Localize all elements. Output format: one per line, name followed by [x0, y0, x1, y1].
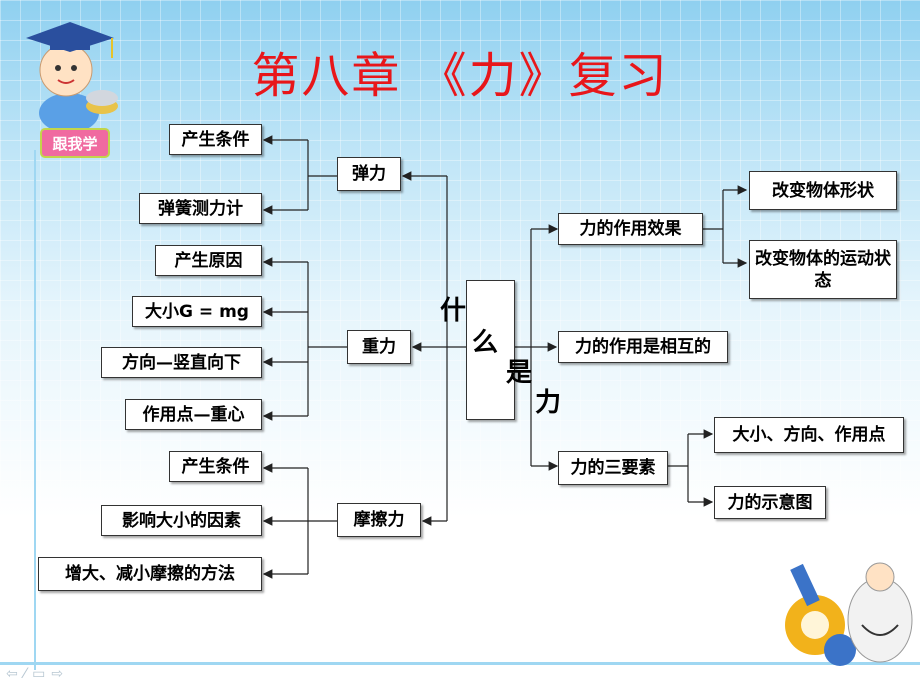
menu-icon[interactable]: ▭: [32, 666, 52, 682]
friction-item: 增大、减小摩擦的方法: [38, 557, 262, 591]
center-char-2: 么: [472, 328, 499, 358]
category-effect: 力的作用效果: [558, 213, 703, 245]
elastic-item: 产生条件: [169, 124, 262, 155]
center-char-1: 什: [440, 296, 467, 326]
pen-icon[interactable]: ⁄: [23, 666, 33, 682]
doctor-mascot-icon: [785, 562, 913, 666]
next-icon[interactable]: ⇨: [51, 666, 70, 682]
effect-item: 改变物体的运动状态: [749, 240, 897, 299]
center-char-3: 是: [506, 358, 533, 388]
decor-horizontal-line: [0, 662, 920, 665]
student-mascot-icon: [26, 22, 118, 133]
slide-nav: ⇦⁄▭⇨: [6, 666, 69, 682]
elastic-item: 弹簧测力计: [139, 193, 262, 224]
elements-item: 力的示意图: [714, 486, 826, 519]
center-char-4: 力: [535, 388, 562, 418]
gravity-item: 方向—竖直向下: [101, 347, 262, 378]
badge-label: 跟我学: [40, 128, 110, 158]
page-title: 第八章 《力》复习: [251, 48, 669, 104]
friction-item: 影响大小的因素: [101, 505, 262, 536]
elements-item: 大小、方向、作用点: [714, 417, 904, 453]
center-box: [466, 280, 515, 420]
gravity-item: 作用点—重心: [125, 399, 262, 430]
category-mutual: 力的作用是相互的: [558, 331, 728, 363]
gravity-item: 大小G = mg: [132, 296, 262, 327]
category-gravity: 重力: [347, 330, 411, 364]
prev-icon[interactable]: ⇦: [6, 666, 24, 682]
category-friction: 摩擦力: [337, 503, 421, 537]
gravity-item: 产生原因: [155, 245, 262, 276]
decor-vertical-line: [34, 150, 36, 670]
friction-item: 产生条件: [169, 451, 262, 482]
category-elements: 力的三要素: [558, 451, 668, 485]
category-elastic: 弹力: [337, 157, 401, 191]
effect-item: 改变物体形状: [749, 171, 897, 210]
